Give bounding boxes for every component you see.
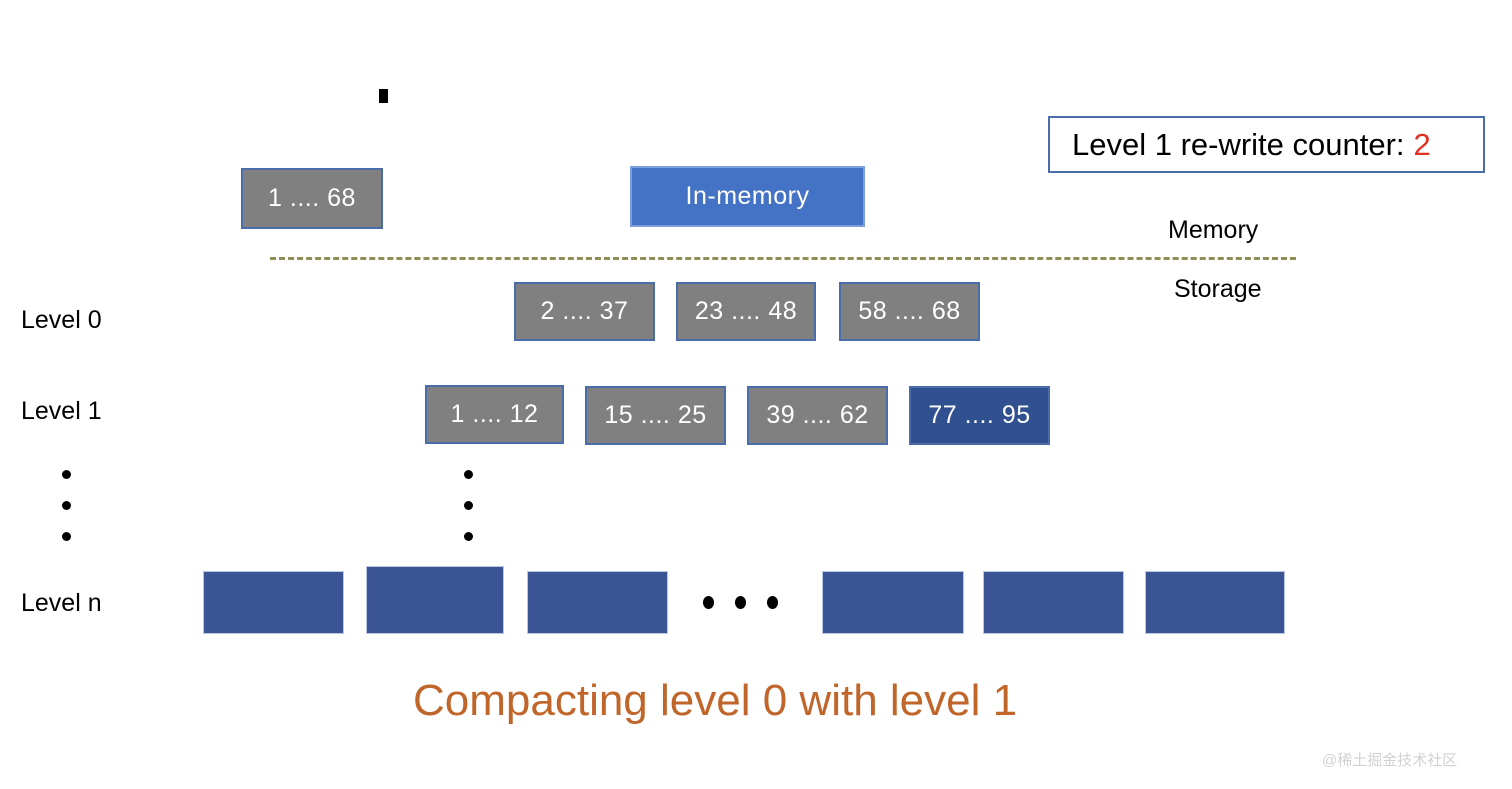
horizontal-ellipsis-dot-2 — [735, 596, 746, 609]
vertical-ellipsis-mid-dot-2 — [464, 501, 473, 510]
vertical-ellipsis-left-dot-1 — [62, 470, 71, 479]
rewrite-counter-box: Level 1 re-write counter: 2 — [1048, 116, 1485, 173]
vertical-ellipsis-left-dot-2 — [62, 501, 71, 510]
level-0-block-0: 2 .... 37 — [514, 282, 655, 341]
memory-flushed-block-label: 1 .... 68 — [268, 184, 356, 212]
rewrite-counter-label: Level 1 re-write counter: — [1072, 126, 1405, 162]
level-1-block-1-label: 15 .... 25 — [604, 401, 707, 429]
level-0-block-0-label: 2 .... 37 — [540, 297, 629, 325]
level-1-block-2-label: 39 .... 62 — [766, 401, 869, 429]
level-n-block-5 — [1145, 571, 1285, 634]
level-n-block-0 — [203, 571, 344, 634]
level-n-block-1 — [366, 566, 504, 634]
in-memory-block-label: In-memory — [685, 182, 810, 210]
level-0-block-2: 58 .... 68 — [839, 282, 980, 341]
level-0-block-1-label: 23 .... 48 — [694, 297, 798, 325]
vertical-ellipsis-mid-dot-1 — [464, 470, 473, 479]
level-n-label: Level n — [21, 589, 102, 617]
vertical-ellipsis-left-dot-3 — [62, 532, 71, 541]
level-n-block-2 — [527, 571, 668, 634]
memory-zone-label: Memory — [1168, 216, 1259, 244]
level-1-block-0: 1 .... 12 — [425, 385, 564, 444]
watermark: @稀土掘金技术社区 — [1322, 752, 1458, 769]
level-0-block-1: 23 .... 48 — [676, 282, 816, 341]
vertical-ellipsis-mid-dot-3 — [464, 532, 473, 541]
rewrite-counter-value: 2 — [1413, 126, 1431, 162]
in-memory-block: In-memory — [630, 166, 865, 227]
level-0-label: Level 0 — [21, 306, 102, 334]
memory-flushed-block: 1 .... 68 — [241, 168, 383, 229]
level-1-label: Level 1 — [21, 397, 102, 425]
horizontal-ellipsis-dot-1 — [703, 596, 714, 609]
level-n-block-4 — [983, 571, 1124, 634]
slide-caption: Compacting level 0 with level 1 — [413, 676, 1018, 725]
level-1-block-2: 39 .... 62 — [747, 386, 888, 445]
level-1-block-1: 15 .... 25 — [585, 386, 726, 445]
storage-zone-label: Storage — [1174, 275, 1262, 303]
cursor-marker-icon — [379, 89, 388, 103]
level-1-block-0-label: 1 .... 12 — [450, 400, 539, 428]
memory-storage-divider — [270, 257, 1296, 260]
level-0-block-2-label: 58 .... 68 — [858, 297, 961, 325]
level-1-block-3: 77 .... 95 — [909, 386, 1050, 445]
level-1-block-3-label: 77 .... 95 — [928, 401, 1031, 429]
horizontal-ellipsis-dot-3 — [767, 596, 778, 609]
level-n-block-3 — [822, 571, 964, 634]
